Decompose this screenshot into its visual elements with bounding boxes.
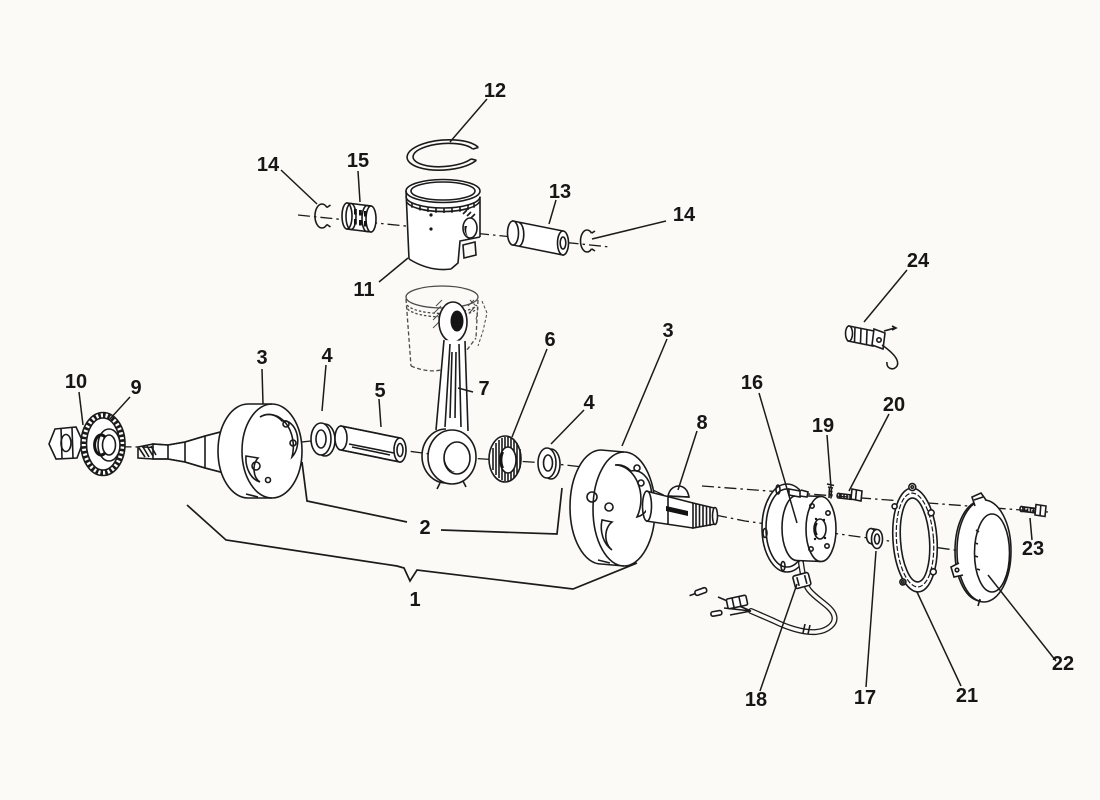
leader-lines bbox=[78, 98, 1057, 692]
piston-11 bbox=[405, 178, 481, 271]
callout-labels: 12 14 15 13 14 11 24 3 6 10 9 3 4 5 7 4 … bbox=[65, 80, 1074, 711]
callout-piston-ring: 12 bbox=[484, 80, 506, 102]
callout-woodruff-key: 8 bbox=[696, 412, 707, 434]
thrust-washer-right-4 bbox=[537, 447, 561, 480]
callout-crankshaft: 1 bbox=[409, 589, 420, 611]
callout-washer-left: 4 bbox=[321, 345, 333, 367]
callout-needle-cage: 15 bbox=[347, 150, 369, 172]
callout-crank-web-pair: 2 bbox=[419, 517, 430, 539]
callout-ignition-coil: 24 bbox=[907, 250, 930, 272]
callout-big-end-bearing: 6 bbox=[544, 329, 555, 351]
ignition-coil-24 bbox=[844, 325, 899, 370]
flywheel-cover-22 bbox=[950, 492, 1012, 607]
needle-cage-15 bbox=[341, 202, 377, 233]
callout-crank-web-left: 3 bbox=[256, 347, 267, 369]
crank-pin-5 bbox=[334, 425, 407, 463]
callout-circlip-left: 14 bbox=[257, 154, 280, 176]
crank-web-left-3 bbox=[217, 403, 303, 499]
woodruff-key-8 bbox=[667, 485, 690, 498]
callout-piston: 11 bbox=[353, 279, 374, 301]
stator-plate-16 bbox=[761, 483, 837, 573]
crankshaft-left-shaft bbox=[137, 428, 229, 476]
callout-cover-gasket: 21 bbox=[956, 685, 978, 707]
circlip-left-14 bbox=[314, 203, 331, 229]
primary-gear-9 bbox=[80, 411, 126, 477]
crank-web-right-3 bbox=[569, 449, 656, 567]
big-end-bearing-6 bbox=[488, 435, 522, 483]
stator-bolt-20 bbox=[836, 488, 863, 502]
brackets bbox=[186, 461, 638, 590]
cover-gasket-21 bbox=[891, 482, 939, 593]
circlip-right-14 bbox=[579, 229, 596, 253]
callout-crank-web-right: 3 bbox=[662, 320, 673, 342]
callout-piston-pin: 13 bbox=[549, 181, 571, 203]
connecting-rod-7 bbox=[421, 301, 477, 490]
bracket-1 bbox=[186, 504, 638, 590]
callout-shaft-grommet: 17 bbox=[854, 687, 876, 709]
wiring-harness-18 bbox=[689, 560, 838, 636]
bracket-2 bbox=[301, 461, 563, 535]
callout-crank-pin: 5 bbox=[374, 380, 385, 402]
cover-bolt-23 bbox=[1019, 503, 1047, 518]
callout-cover-bolt: 23 bbox=[1022, 538, 1044, 560]
callout-wiring-harness: 18 bbox=[745, 689, 767, 711]
shaft-grommet-17 bbox=[865, 527, 884, 550]
callout-stator-bolt: 20 bbox=[883, 394, 905, 416]
callout-gear-nut: 10 bbox=[65, 371, 87, 393]
piston-ring-12 bbox=[406, 139, 479, 171]
callout-connecting-rod: 7 bbox=[478, 378, 489, 400]
thrust-washer-left-4 bbox=[310, 422, 336, 457]
callout-primary-gear: 9 bbox=[130, 377, 141, 399]
piston-pin-13 bbox=[506, 220, 570, 256]
nut-10 bbox=[48, 426, 84, 460]
callout-washer-right: 4 bbox=[583, 392, 595, 414]
callout-stator-screw: 19 bbox=[812, 415, 834, 437]
callout-stator-plate: 16 bbox=[741, 372, 763, 394]
crankshaft-right-shaft bbox=[641, 490, 719, 529]
callout-flywheel-cover: 22 bbox=[1052, 653, 1074, 675]
callout-circlip-right: 14 bbox=[673, 204, 696, 226]
